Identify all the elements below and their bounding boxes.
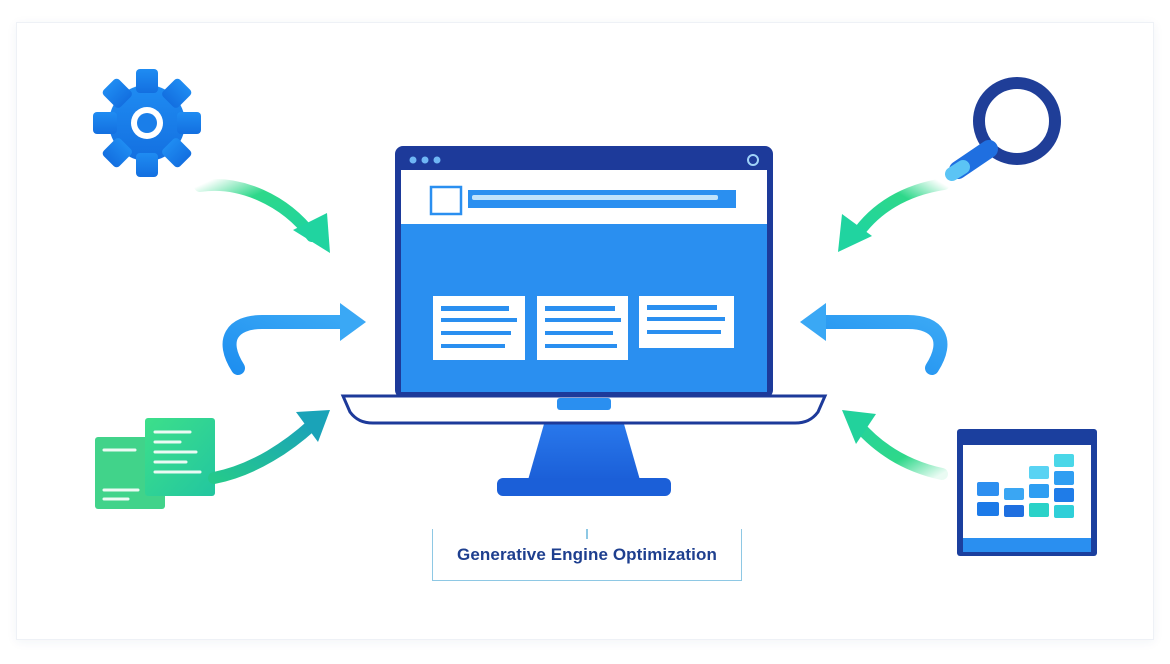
bar-chart-icon xyxy=(957,429,1097,556)
monitor-icon xyxy=(340,146,828,496)
arrow-search-to-monitor xyxy=(838,178,950,252)
arrow-right-curve-to-monitor xyxy=(800,303,948,375)
arrow-documents-to-monitor xyxy=(208,410,330,484)
screen-card-2 xyxy=(537,296,628,360)
diagram-caption-box: Generative Engine Optimization xyxy=(432,529,742,581)
screen-card-1 xyxy=(433,296,525,360)
documents-icon xyxy=(95,418,215,509)
diagram-caption: Generative Engine Optimization xyxy=(457,544,717,564)
arrow-left-curve-to-monitor xyxy=(222,303,366,375)
magnifier-icon xyxy=(945,77,1061,181)
arrow-analytics-to-monitor xyxy=(842,410,948,480)
screen-card-3 xyxy=(639,296,734,348)
arrow-settings-to-monitor xyxy=(194,179,330,253)
gear-icon xyxy=(93,69,201,177)
